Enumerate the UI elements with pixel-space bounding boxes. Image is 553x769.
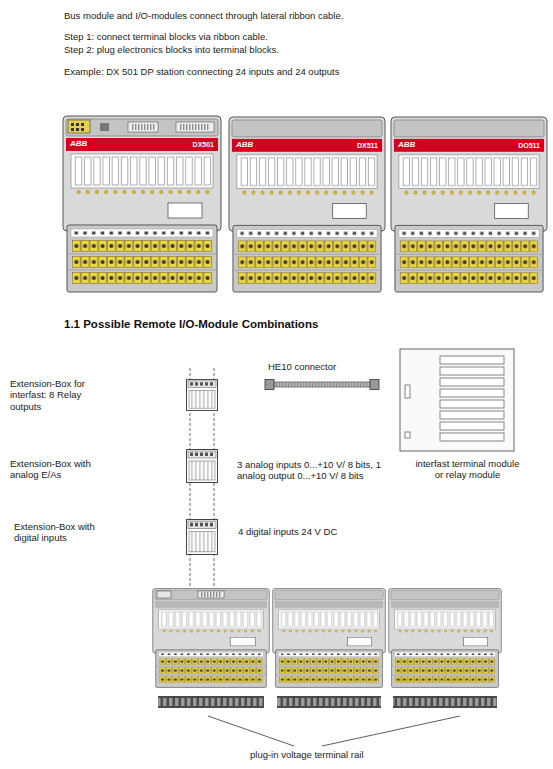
extension-box — [187, 379, 218, 410]
module-label: interfast terminal module or relay modul… — [410, 458, 525, 481]
step-text: Step 2: plug electronics blocks into ter… — [64, 44, 279, 55]
extension-box-label: Extension-Box with analog E/As — [10, 458, 105, 481]
bus-module: ABB DX501 — [62, 115, 222, 293]
he10-cable — [265, 380, 379, 390]
signal-spec: 4 digital inputs 24 V DC — [238, 526, 337, 537]
signal-spec: 3 analog inputs 0...+10 V/ 8 bits, 1 ana… — [237, 459, 403, 482]
extension-box-label: Extension-Box for interfast: 8 Relay out… — [10, 378, 105, 412]
io-module — [391, 117, 547, 292]
extension-box-label: Extension-Box with digital inputs — [14, 521, 109, 544]
bus-connector — [157, 591, 224, 598]
leader-line — [208, 716, 460, 746]
step-text: Step 1: connect terminal blocks via ribb… — [64, 31, 268, 42]
terminal-rail — [158, 696, 497, 708]
brand-label: ABB — [236, 141, 253, 149]
rail-label: plug-in voltage terminal rail — [250, 749, 364, 760]
example-text: Example: DX 501 DP station connecting 24… — [64, 66, 340, 77]
bus-connector — [68, 120, 214, 133]
model-label: DX501 — [193, 141, 214, 148]
extension-box — [187, 450, 218, 483]
extension-box — [187, 520, 218, 555]
interfast-module — [400, 349, 514, 451]
bus-module — [63, 116, 221, 292]
intro-text: Bus module and I/O-modules connect throu… — [64, 10, 343, 21]
brand-label: ABB — [70, 140, 87, 148]
brand-label: ABB — [398, 141, 415, 149]
io-module — [229, 117, 385, 292]
model-label: DX511 — [357, 142, 378, 149]
io-module: ABB DX511 — [228, 116, 386, 293]
io-module — [273, 589, 386, 688]
section-heading: 1.1 Possible Remote I/O-Module Combinati… — [64, 318, 318, 332]
connector-label: HE10 connector — [268, 361, 336, 372]
bus-module — [153, 589, 270, 688]
io-module: ABB DO511 — [390, 116, 548, 293]
model-label: DO511 — [518, 142, 540, 149]
io-module — [389, 589, 502, 688]
